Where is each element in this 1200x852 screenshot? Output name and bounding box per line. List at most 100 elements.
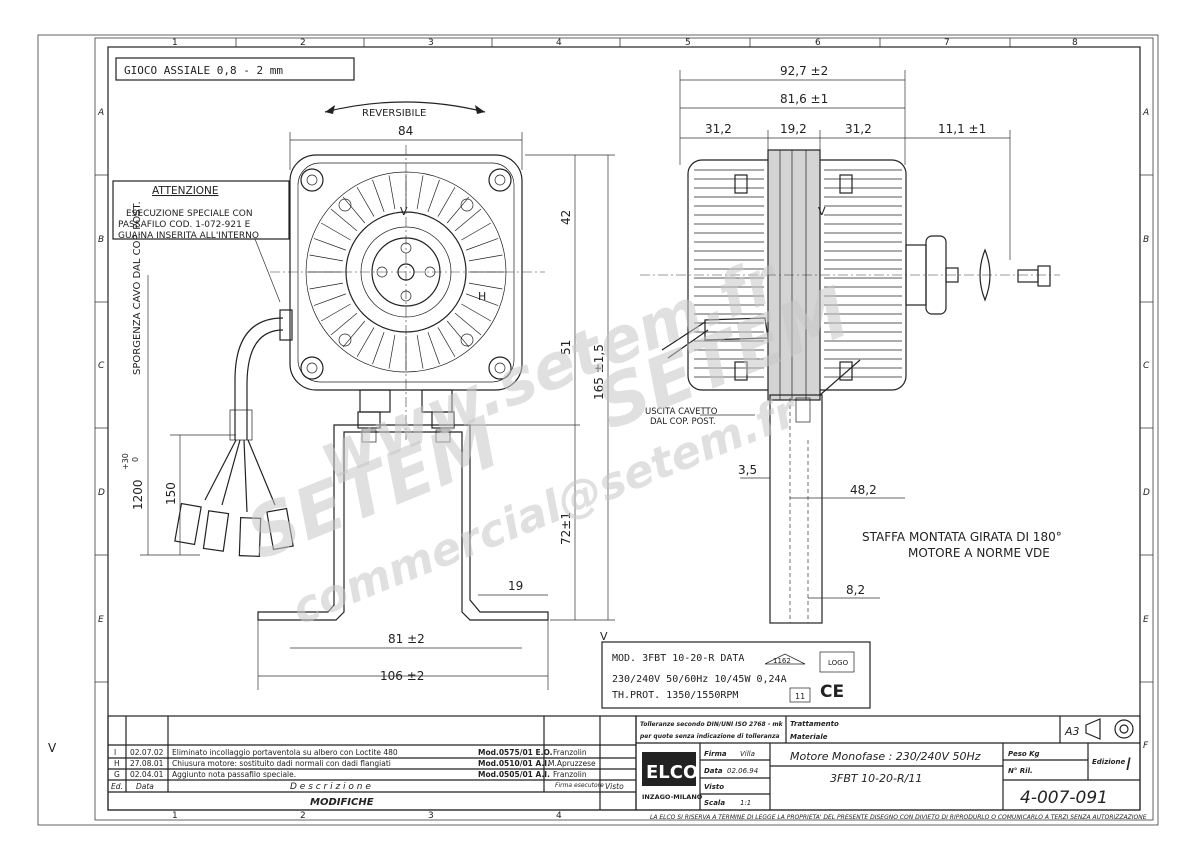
dim-1200-tol-low: 0: [131, 457, 140, 462]
dim-1200-label: 1200: [131, 479, 145, 510]
reversible-label: REVERSIBILE: [362, 108, 426, 119]
nameplate: MOD. 3FBT 10-20-R DATA 230/240V 50/60Hz …: [601, 641, 871, 709]
nameplate-line: TH.PROT. 1350/1550RPM: [612, 690, 738, 701]
grid-column-ticks: [235, 38, 1011, 47]
front-bracket: [257, 411, 549, 621]
axial-play-note: GIOCO ASSIALE 0,8 - 2 mm: [124, 64, 283, 77]
grid-row-label: E: [1143, 615, 1149, 625]
ce-mark: CE: [820, 682, 844, 702]
grid-row-label: C: [1143, 361, 1150, 371]
sheet-format: A3: [1064, 725, 1080, 738]
svg-text:Visto: Visto: [704, 783, 724, 791]
front-h-mark: H: [478, 290, 486, 303]
nameplate-line: MOD. 3FBT 10-20-R DATA: [612, 653, 744, 664]
svg-text:INZAGO-MILANO: INZAGO-MILANO: [642, 793, 703, 801]
material-label: Materiale: [790, 733, 828, 741]
dim-35-label: 3,5: [738, 463, 757, 477]
svg-text:Peso Kg: Peso Kg: [1008, 750, 1040, 758]
front-cable: [174, 317, 294, 557]
svg-text:I: I: [114, 748, 116, 757]
title-description: Motore Monofase : 230/240V 50Hz: [790, 750, 981, 763]
title-block: [635, 715, 1141, 811]
svg-text:02.07.02: 02.07.02: [130, 748, 164, 757]
revisions-title: MODIFICHE: [310, 797, 374, 808]
tolerance-note-2: per quote senza indicazione di tolleranz…: [639, 733, 780, 740]
dim-165-label: 165 ±1,5: [592, 344, 606, 400]
margin-v-mark: V: [48, 741, 57, 755]
dim-816-label: 81,6 ±1: [780, 92, 828, 106]
svg-text:Eliminato incollaggio portaven: Eliminato incollaggio portaventola su al…: [172, 748, 398, 757]
dim-106-label: 106 ±2: [380, 669, 424, 683]
attention-title: ATTENZIONE: [152, 185, 219, 197]
revision-rows: I 02.07.02 Eliminato incollaggio portave…: [111, 748, 624, 808]
treatment-label: Trattamento: [790, 720, 839, 728]
svg-text:Firma: Firma: [704, 750, 727, 758]
grid-col-label: 4: [556, 38, 562, 48]
dim-192-label: 19,2: [780, 122, 807, 136]
bracket-note: MOTORE A NORME VDE: [908, 546, 1050, 560]
grid-row-labels: A B C D E A B C D E F: [97, 108, 1150, 751]
dim-312-label: 31,2: [705, 122, 732, 136]
bracket-note: STAFFA MONTATA GIRATA DI 180°: [862, 530, 1062, 544]
svg-text:Scala: Scala: [704, 799, 725, 807]
side-fins: [694, 169, 902, 378]
svg-text:Franzolin: Franzolin: [553, 770, 587, 779]
svg-text:02.04.01: 02.04.01: [130, 770, 164, 779]
dim-482-label: 48,2: [850, 483, 877, 497]
side-dim-extensions: [679, 70, 1011, 260]
front-datum-v: V: [600, 630, 608, 643]
svg-text:Data: Data: [704, 767, 723, 775]
grid-row-label: B: [98, 235, 104, 245]
dim-51-label: 51: [559, 340, 573, 355]
svg-text:M.Apruzzese: M.Apruzzese: [548, 759, 596, 768]
svg-text:1:1: 1:1: [740, 799, 751, 807]
zone-frame: [94, 37, 1154, 821]
grid-row-label: A: [1142, 108, 1149, 118]
grid-col-label: 5: [685, 38, 691, 48]
title-fields: Firma Villa Data 02.06.94 Visto Scala 1:…: [704, 750, 1125, 807]
dim-42-label: 42: [559, 210, 573, 225]
svg-text:D e s c r i z i o n e: D e s c r i z i o n e: [290, 782, 371, 792]
dim-927-label: 92,7 ±2: [780, 64, 828, 78]
svg-text:27.08.01: 27.08.01: [130, 759, 164, 768]
grid-col-label: 2: [300, 811, 306, 821]
svg-text:Edizione: Edizione: [1092, 758, 1125, 766]
grid-column-labels: 1 2 3 4 5 6 7 8 1 2 3 4: [172, 38, 1078, 821]
grid-col-label: 1: [172, 811, 178, 821]
side-v-mark: V: [818, 205, 826, 218]
grid-row-label: F: [1143, 741, 1149, 751]
dim-111-label: 11,1 ±1: [938, 122, 986, 136]
title-model: 3FBT 10-20-R/11: [830, 772, 922, 785]
attention-box: [112, 180, 290, 240]
dim-72-label: 72±1: [559, 512, 573, 545]
nameplate-line: 230/240V 50/60Hz 10/45W 0,24A: [612, 674, 787, 685]
attention-line: PASSAFILO COD. 1-072-921 E: [118, 220, 251, 230]
svg-text:Mod.0505/01 A.I.: Mod.0505/01 A.I.: [478, 770, 550, 779]
grid-col-label: 2: [300, 38, 306, 48]
grid-row-label: C: [98, 361, 105, 371]
nameplate-date-badge: 1162: [773, 657, 791, 665]
grid-col-label: 6: [815, 38, 821, 48]
ownership-footer: LA ELCO SI RISERVA A TERMINE DI LEGGE LA…: [650, 814, 1147, 821]
nameplate-logo: LOGO: [828, 659, 849, 667]
svg-text:Aggiunto nota passafilo specia: Aggiunto nota passafilo speciale.: [172, 770, 296, 779]
svg-text:H: H: [114, 759, 120, 768]
svg-text:N° Ril.: N° Ril.: [1008, 767, 1033, 775]
grid-col-label: 8: [1072, 38, 1078, 48]
elco-logo: ELCO INZAGO-MILANO: [642, 752, 703, 801]
grid-col-label: 3: [428, 38, 434, 48]
axial-play-box: [115, 57, 355, 81]
attention-line: GUAINA INSERITA ALL'INTERNO: [118, 231, 259, 241]
dim-150-label: 150: [164, 482, 178, 505]
grid-col-label: 4: [556, 811, 562, 821]
svg-text:ELCO: ELCO: [646, 762, 698, 783]
grid-row-label: B: [1143, 235, 1149, 245]
edition-value: I: [1126, 755, 1131, 775]
svg-text:Mod.0575/01 E.O.: Mod.0575/01 E.O.: [478, 748, 553, 757]
nameplate-code: 11: [795, 692, 805, 701]
svg-text:Visto: Visto: [605, 782, 624, 791]
svg-text:Ed.: Ed.: [111, 782, 123, 791]
grid-row-label: E: [98, 615, 104, 625]
svg-text:Mod.0510/01 A.I.: Mod.0510/01 A.I.: [478, 759, 550, 768]
